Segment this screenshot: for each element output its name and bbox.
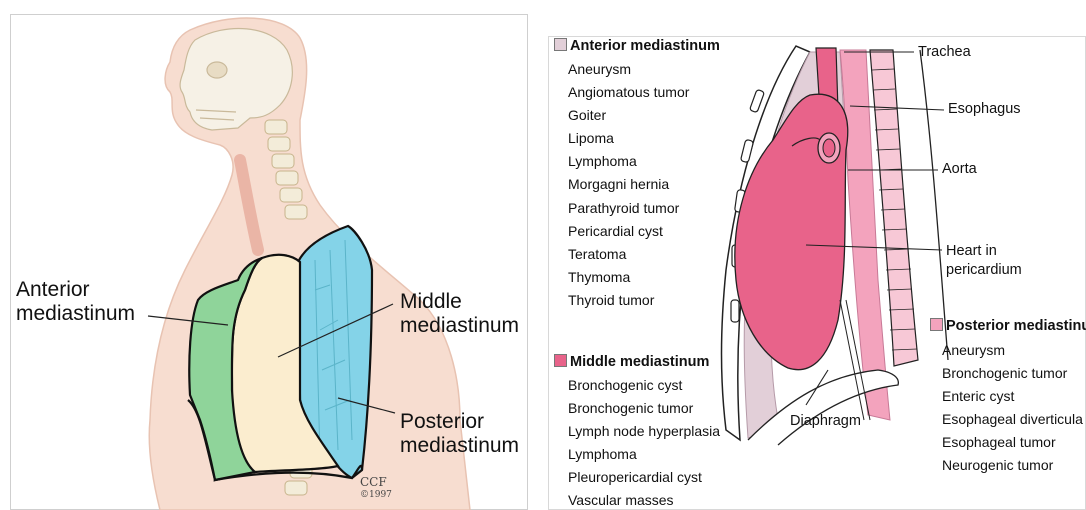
anterior-label-line1: Anterior [16,278,135,302]
middle-legend-header: Middle mediastinum [554,354,709,370]
posterior-wall-line [920,50,948,360]
posterior-swatch [930,318,943,331]
posterior-condition-item: Esophageal tumor [942,431,1083,454]
posterior-legend-title: Posterior mediastinum [946,318,1086,334]
trachea-label: Trachea [918,43,971,62]
middle-mediastinum-label: Middle mediastinum [400,290,519,338]
posterior-condition-item: Aneurysm [942,339,1083,362]
middle-condition-item: Lymphoma [568,443,720,466]
anterior-condition-item: Aneurysm [568,58,689,81]
diaphragm-label: Diaphragm [790,412,861,431]
aorta-cross-section [818,133,840,163]
middle-swatch [554,354,567,367]
middle-legend-title: Middle mediastinum [570,354,709,370]
middle-label-line2: mediastinum [400,314,519,338]
anterior-label-line2: mediastinum [16,302,135,326]
anterior-mediastinum-label: Anterior mediastinum [16,278,135,326]
anterior-condition-item: Lipoma [568,127,689,150]
anterior-condition-item: Parathyroid tumor [568,197,689,220]
anterior-condition-item: Pericardial cyst [568,220,689,243]
anterior-condition-item: Teratoma [568,243,689,266]
middle-label-line1: Middle [400,290,519,314]
right-diagram-panel: Trachea Esophagus Aorta Heart in pericar… [548,0,1086,510]
credit-year: ©1997 [360,489,392,502]
anterior-condition-item: Thyroid tumor [568,289,689,312]
anterior-swatch [554,38,567,51]
anterior-condition-item: Angiomatous tumor [568,81,689,104]
anterior-condition-item: Lymphoma [568,150,689,173]
aorta-label: Aorta [942,160,977,179]
posterior-condition-item: Bronchogenic tumor [942,362,1083,385]
posterior-label-line2: mediastinum [400,434,519,458]
middle-condition-item: Bronchogenic cyst [568,374,720,397]
heart-label-line2: pericardium [946,261,1022,280]
anterior-condition-item: Goiter [568,104,689,127]
posterior-condition-item: Enteric cyst [942,385,1083,408]
posterior-label-line1: Posterior [400,410,519,434]
esophagus-label: Esophagus [948,100,1021,119]
posterior-mediastinum-label: Posterior mediastinum [400,410,519,458]
posterior-legend-header: Posterior mediastinum [930,318,1086,334]
middle-condition-item: Pleuropericardial cyst [568,466,720,489]
middle-condition-item: Lymph node hyperplasia [568,420,720,443]
ccf-credit: CCF ©1997 [360,476,392,502]
credit-org: CCF [360,476,392,489]
left-diagram-panel: Anterior mediastinum Middle mediastinum … [0,0,538,510]
anterior-condition-item: Morgagni hernia [568,173,689,196]
anterior-legend-title: Anterior mediastinum [570,38,720,54]
anterior-condition-item: Thymoma [568,266,689,289]
heart-label: Heart in pericardium [946,242,1022,280]
middle-condition-item: Vascular masses [568,489,720,510]
posterior-condition-item: Esophageal diverticula [942,408,1083,431]
middle-condition-item: Bronchogenic tumor [568,397,720,420]
heart-label-line1: Heart in [946,242,1022,261]
posterior-condition-item: Neurogenic tumor [942,454,1083,477]
anterior-legend-header: Anterior mediastinum [554,38,720,54]
